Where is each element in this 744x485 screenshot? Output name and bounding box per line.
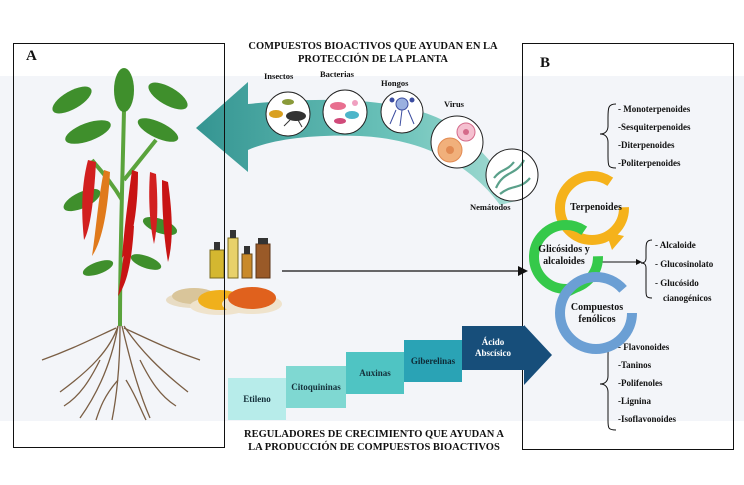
insect-icon — [269, 99, 306, 128]
terpenoids-label: Terpenoides — [570, 202, 622, 213]
terpenoid-ring — [555, 171, 629, 245]
pepper-fruits — [82, 160, 172, 296]
nematode-icon — [493, 159, 531, 195]
list-item: - Glucósido — [655, 278, 699, 288]
horizontal-arrow-head — [518, 266, 528, 276]
panel-a-frame — [13, 43, 225, 448]
phenolics-label-line2: fenólicos — [578, 314, 616, 325]
phenolic-list: - Flavonoides -Taninos -Polifenoles -Lig… — [618, 338, 676, 428]
list-item: -Taninos — [618, 360, 652, 370]
virus-icon — [437, 122, 476, 163]
phenolics-label-line1: Compuestos — [570, 302, 624, 313]
top-title: COMPUESTOS BIOACTIVOS QUE AYUDAN EN LA P… — [228, 40, 518, 66]
step-gibberellins: Giberelinas — [404, 340, 462, 382]
pathogen-label-insects: Insectos — [264, 71, 294, 81]
bottom-title-line2: LA PRODUCCIÓN DE COMPUESTOS BIOACTIVOS — [248, 442, 500, 453]
list-item: -Sesquiterpenoides — [618, 122, 691, 132]
list-item: -Polifenoles — [618, 378, 663, 388]
top-title-line1: COMPUESTOS BIOACTIVOS QUE AYUDAN EN LA — [248, 41, 498, 52]
fungi-icon — [389, 97, 415, 127]
list-item: -Diterpenoides — [618, 140, 675, 150]
list-item: -Isoflavonoides — [618, 414, 677, 424]
pathogen-label-fungi: Hongos — [381, 78, 409, 88]
glycosides-label: Glicósidos y alcaloides — [526, 244, 602, 268]
alkaloid-list: - Alcaloide - Glucosinolato - Glucósido … — [655, 238, 713, 306]
alkaloid-arrow-head — [636, 259, 642, 265]
pathogen-label-virus: Virus — [444, 99, 464, 109]
list-item: - Monoterpenoides — [618, 104, 691, 114]
step-auxins: Auxinas — [346, 352, 404, 394]
list-item: - Glucosinolato — [655, 259, 714, 269]
bacteria-circle — [322, 89, 368, 135]
list-item: - Flavonoides — [618, 342, 670, 352]
step-ethylene: Etileno — [228, 378, 286, 420]
terpenoid-brace — [599, 103, 617, 169]
phenolics-label: Compuestos fenólicos — [562, 302, 632, 326]
list-item: -Politerpenoides — [618, 158, 681, 168]
nematode-circle — [485, 148, 539, 202]
step-abscisic-acid: Ácido Abscísico — [462, 326, 524, 370]
plant-roots — [41, 325, 201, 421]
bottom-title-line1: REGULADORES DE CRECIMIENTO QUE AYUDAN A — [244, 429, 504, 440]
list-item: - Alcaloide — [655, 240, 696, 250]
list-item: -Lignina — [618, 396, 652, 406]
alkaloid-brace — [640, 239, 653, 299]
pathogen-label-nematodes: Nemátodos — [470, 202, 511, 212]
bacteria-icon — [330, 100, 359, 124]
panel-a-label: A — [26, 48, 37, 64]
glycosides-label-line1: Glicósidos y — [538, 244, 590, 255]
panel-b-label: B — [540, 55, 551, 71]
top-title-line2: PROTECCIÓN DE LA PLANTA — [297, 54, 449, 65]
bioactive-products — [166, 230, 282, 315]
panel-b-frame — [522, 43, 734, 450]
abscisic-acid-line1: Ácido — [481, 337, 505, 347]
pathogen-label-bacteria: Bacterias — [320, 69, 354, 79]
bottom-title: REGULADORES DE CRECIMIENTO QUE AYUDAN A … — [226, 428, 522, 454]
regulator-arrow-head — [524, 325, 552, 385]
terpenoid-list: - Monoterpenoides -Sesquiterpenoides -Di… — [618, 100, 691, 172]
terpenoid-ring-arrow — [606, 232, 624, 250]
abscisic-acid-line2: Abscísico — [475, 348, 511, 358]
list-item: cianogénicos — [663, 293, 712, 303]
glycosides-label-line2: alcaloides — [543, 256, 585, 267]
phenolic-ring — [555, 272, 637, 354]
step-cytokinins: Citoquininas — [286, 366, 346, 408]
